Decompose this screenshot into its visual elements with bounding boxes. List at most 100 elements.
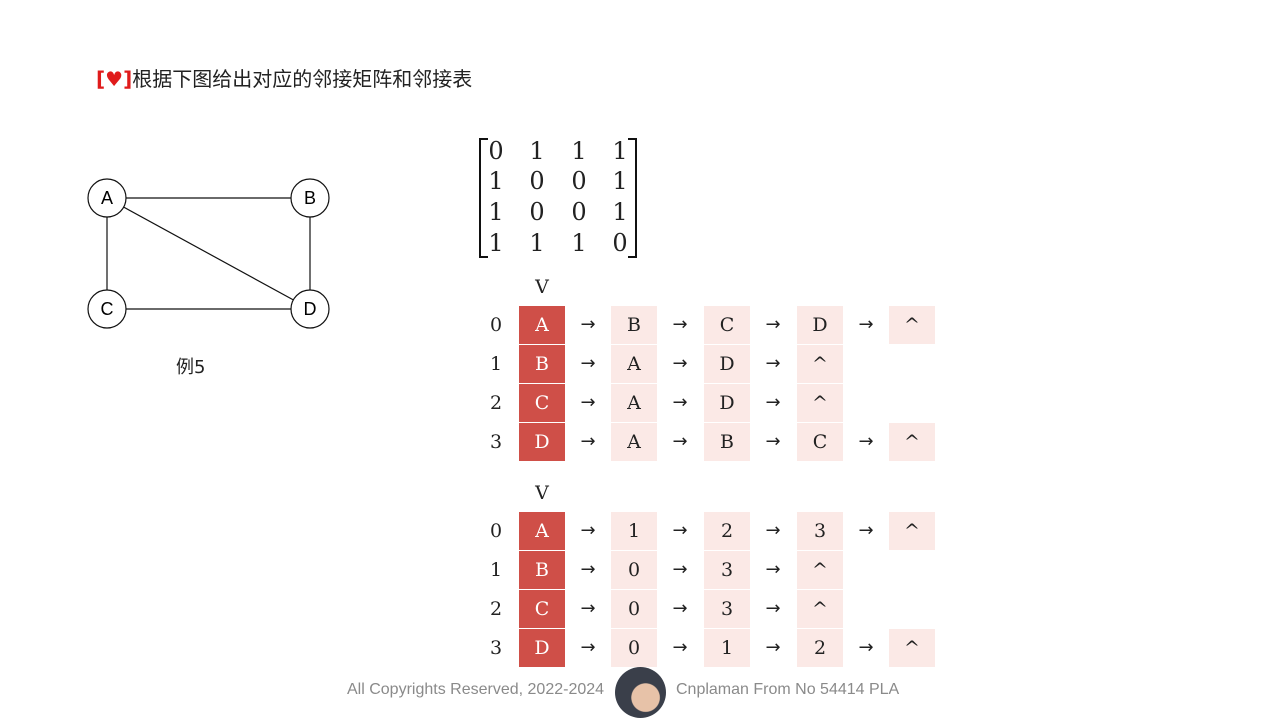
arrow-icon: →: [580, 314, 596, 335]
arrow-icon: →: [765, 353, 781, 374]
arrow-icon: →: [672, 431, 688, 452]
matrix-left-bracket: [479, 138, 488, 258]
matrix-cell: 0: [529, 198, 545, 226]
vertex-cell: D: [519, 423, 565, 461]
list-row-index: 1: [489, 559, 503, 581]
arrow-icon: →: [858, 431, 874, 452]
matrix-cell: 0: [571, 198, 587, 226]
arrow-icon: →: [765, 314, 781, 335]
arrow-icon: →: [765, 431, 781, 452]
graph-node-circle: [87, 289, 127, 329]
graph-node-circle: [87, 178, 127, 218]
vertex-cell: A: [519, 512, 565, 550]
matrix-cell: 0: [488, 137, 504, 165]
neighbor-cell: D: [797, 306, 843, 344]
neighbor-cell: B: [611, 306, 657, 344]
arrow-icon: →: [672, 598, 688, 619]
neighbor-cell: 0: [611, 590, 657, 628]
arrow-icon: →: [765, 559, 781, 580]
null-terminator-cell: ^: [889, 512, 935, 550]
vertex-cell: B: [519, 551, 565, 589]
graph-node-D: D: [290, 289, 330, 329]
arrow-icon: →: [580, 520, 596, 541]
arrow-icon: →: [672, 559, 688, 580]
graph-node-label: C: [101, 299, 114, 319]
null-terminator-cell: ^: [889, 423, 935, 461]
arrow-icon: →: [580, 431, 596, 452]
neighbor-cell: A: [611, 423, 657, 461]
matrix-cell: 1: [488, 229, 504, 257]
matrix-cell: 1: [612, 198, 628, 226]
matrix-cell: 0: [571, 167, 587, 195]
graph-node-A: A: [87, 178, 127, 218]
neighbor-cell: C: [704, 306, 750, 344]
matrix-cell: 0: [612, 229, 628, 257]
footer-author: Cnplaman From No 54414 PLA: [676, 681, 900, 698]
matrix-cell: 1: [488, 198, 504, 226]
vertex-cell: A: [519, 306, 565, 344]
arrow-icon: →: [765, 392, 781, 413]
title-bracket-open: [: [96, 67, 106, 91]
list-row-index: 0: [489, 314, 503, 336]
arrow-icon: →: [858, 314, 874, 335]
title-text: 根据下图给出对应的邻接矩阵和邻接表: [132, 67, 473, 91]
arrow-icon: →: [858, 637, 874, 658]
arrow-icon: →: [672, 392, 688, 413]
vertex-cell: D: [519, 629, 565, 667]
neighbor-cell: 2: [704, 512, 750, 550]
graph-node-label: D: [304, 299, 317, 319]
neighbor-cell: 3: [704, 551, 750, 589]
arrow-icon: →: [580, 598, 596, 619]
null-terminator-cell: ^: [797, 590, 843, 628]
list-row-index: 2: [489, 392, 503, 414]
list-row-index: 1: [489, 353, 503, 375]
arrow-icon: →: [672, 314, 688, 335]
slide-title: [♥]根据下图给出对应的邻接矩阵和邻接表: [96, 63, 472, 92]
arrow-icon: →: [765, 598, 781, 619]
null-terminator-cell: ^: [889, 306, 935, 344]
graph-node-label: A: [101, 188, 113, 208]
vertex-cell: B: [519, 345, 565, 383]
graph-node-circle: [290, 178, 330, 218]
matrix-cell: 1: [488, 167, 504, 195]
graph-node-C: C: [87, 289, 127, 329]
arrow-icon: →: [580, 392, 596, 413]
neighbor-cell: A: [611, 345, 657, 383]
neighbor-cell: 2: [797, 629, 843, 667]
arrow-icon: →: [672, 637, 688, 658]
arrow-icon: →: [765, 637, 781, 658]
matrix-cell: 1: [612, 167, 628, 195]
list-row-index: 3: [489, 431, 503, 453]
neighbor-cell: D: [704, 384, 750, 422]
heart-icon: ♥: [105, 67, 124, 91]
arrow-icon: →: [765, 520, 781, 541]
matrix-cell: 1: [571, 137, 587, 165]
list-header-v: V: [535, 276, 549, 298]
arrow-icon: →: [580, 559, 596, 580]
neighbor-cell: A: [611, 384, 657, 422]
graph-node-circle: [290, 289, 330, 329]
footer-copyright: All Copyrights Reserved, 2022-2024: [347, 681, 605, 698]
graph-edges: [106, 197, 311, 310]
neighbor-cell: C: [797, 423, 843, 461]
list-row-index: 2: [489, 598, 503, 620]
matrix-cell: 1: [612, 137, 628, 165]
author-avatar: [615, 667, 666, 718]
matrix-cell: 1: [529, 137, 545, 165]
null-terminator-cell: ^: [797, 551, 843, 589]
list-header-v: V: [535, 482, 549, 504]
neighbor-cell: 0: [611, 551, 657, 589]
neighbor-cell: 3: [704, 590, 750, 628]
neighbor-cell: D: [704, 345, 750, 383]
list-row-index: 3: [489, 637, 503, 659]
arrow-icon: →: [580, 637, 596, 658]
arrow-icon: →: [672, 520, 688, 541]
neighbor-cell: B: [704, 423, 750, 461]
neighbor-cell: 3: [797, 512, 843, 550]
null-terminator-cell: ^: [889, 629, 935, 667]
vertex-cell: C: [519, 384, 565, 422]
list-row-index: 0: [489, 520, 503, 542]
